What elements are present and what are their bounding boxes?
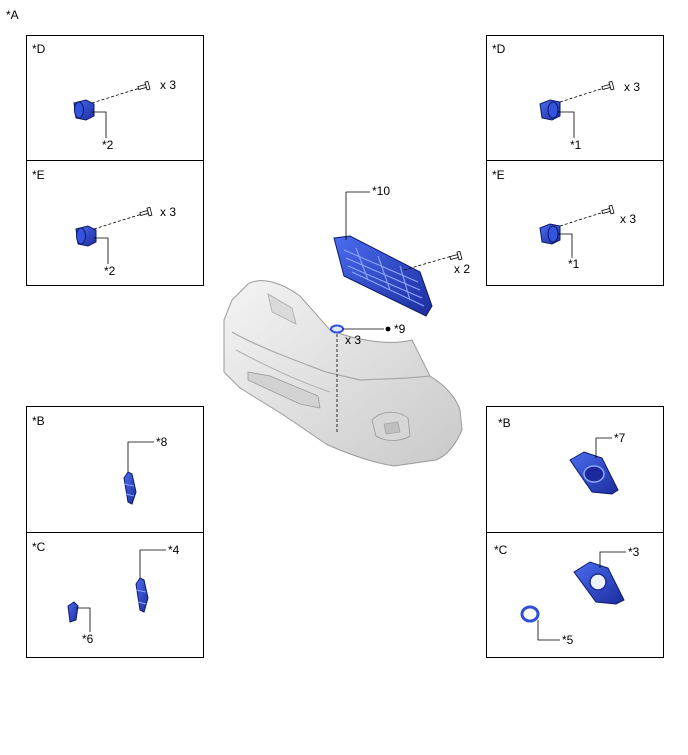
panel-left-d xyxy=(26,35,204,161)
panel-left-c-tag: *C xyxy=(32,540,46,554)
cover-part-6 xyxy=(67,601,79,623)
panel-left-d-tag: *D xyxy=(32,42,46,56)
diagram-corner-label: *A xyxy=(6,8,19,22)
panel-right-b-tag: *B xyxy=(498,416,511,430)
panel-right-e xyxy=(486,160,664,286)
grille-screw xyxy=(449,250,463,261)
bracket-part-8 xyxy=(123,471,137,505)
panel-left-c-callout-b: *6 xyxy=(82,632,94,646)
grille-callout: *10 xyxy=(372,184,391,198)
bracket-part-4 xyxy=(135,577,149,613)
grille-qty: x 2 xyxy=(454,262,471,276)
panel-right-b-callout: *7 xyxy=(614,431,626,445)
panel-right-c-tag: *C xyxy=(494,543,508,557)
panel-right-d-callout: *1 xyxy=(570,138,582,152)
fog-lamp-right-d xyxy=(539,99,561,121)
panel-left-c-callout-a: *4 xyxy=(168,543,180,557)
fog-cover-part-7 xyxy=(569,451,619,495)
front-bumper xyxy=(223,280,463,467)
panel-left-e-qty: x 3 xyxy=(160,205,177,219)
fog-cover-part-3 xyxy=(573,561,625,605)
panel-right-b xyxy=(486,406,664,533)
panel-right-c-callout-b: *5 xyxy=(562,633,574,647)
panel-left-d-qty: x 3 xyxy=(160,78,177,92)
panel-right-e-callout: *1 xyxy=(568,257,580,271)
grille-part xyxy=(333,235,433,317)
panel-left-c xyxy=(26,532,204,658)
panel-left-e-tag: *E xyxy=(32,168,45,182)
panel-left-b-tag: *B xyxy=(32,414,45,428)
panel-left-d-callout: *2 xyxy=(102,138,114,152)
clip-part xyxy=(330,324,344,334)
panel-right-d-tag: *D xyxy=(492,42,506,56)
ring-part-5 xyxy=(520,605,540,623)
clip-callout: *9 xyxy=(394,322,406,336)
fog-lamp-right-e xyxy=(539,223,561,245)
panel-left-e-callout: *2 xyxy=(104,264,116,278)
panel-left-e xyxy=(26,160,204,286)
clip-qty: x 3 xyxy=(345,333,362,347)
panel-right-c xyxy=(486,532,664,658)
fog-lamp-left-e xyxy=(75,225,97,247)
panel-left-b-callout: *8 xyxy=(156,435,168,449)
panel-right-e-tag: *E xyxy=(492,168,505,182)
panel-right-d-qty: x 3 xyxy=(624,80,641,94)
panel-right-c-callout-a: *3 xyxy=(628,545,640,559)
new-part-marker xyxy=(385,326,391,332)
panel-right-d xyxy=(486,35,664,161)
fog-lamp-left-d xyxy=(73,99,95,121)
panel-right-e-qty: x 3 xyxy=(620,212,637,226)
